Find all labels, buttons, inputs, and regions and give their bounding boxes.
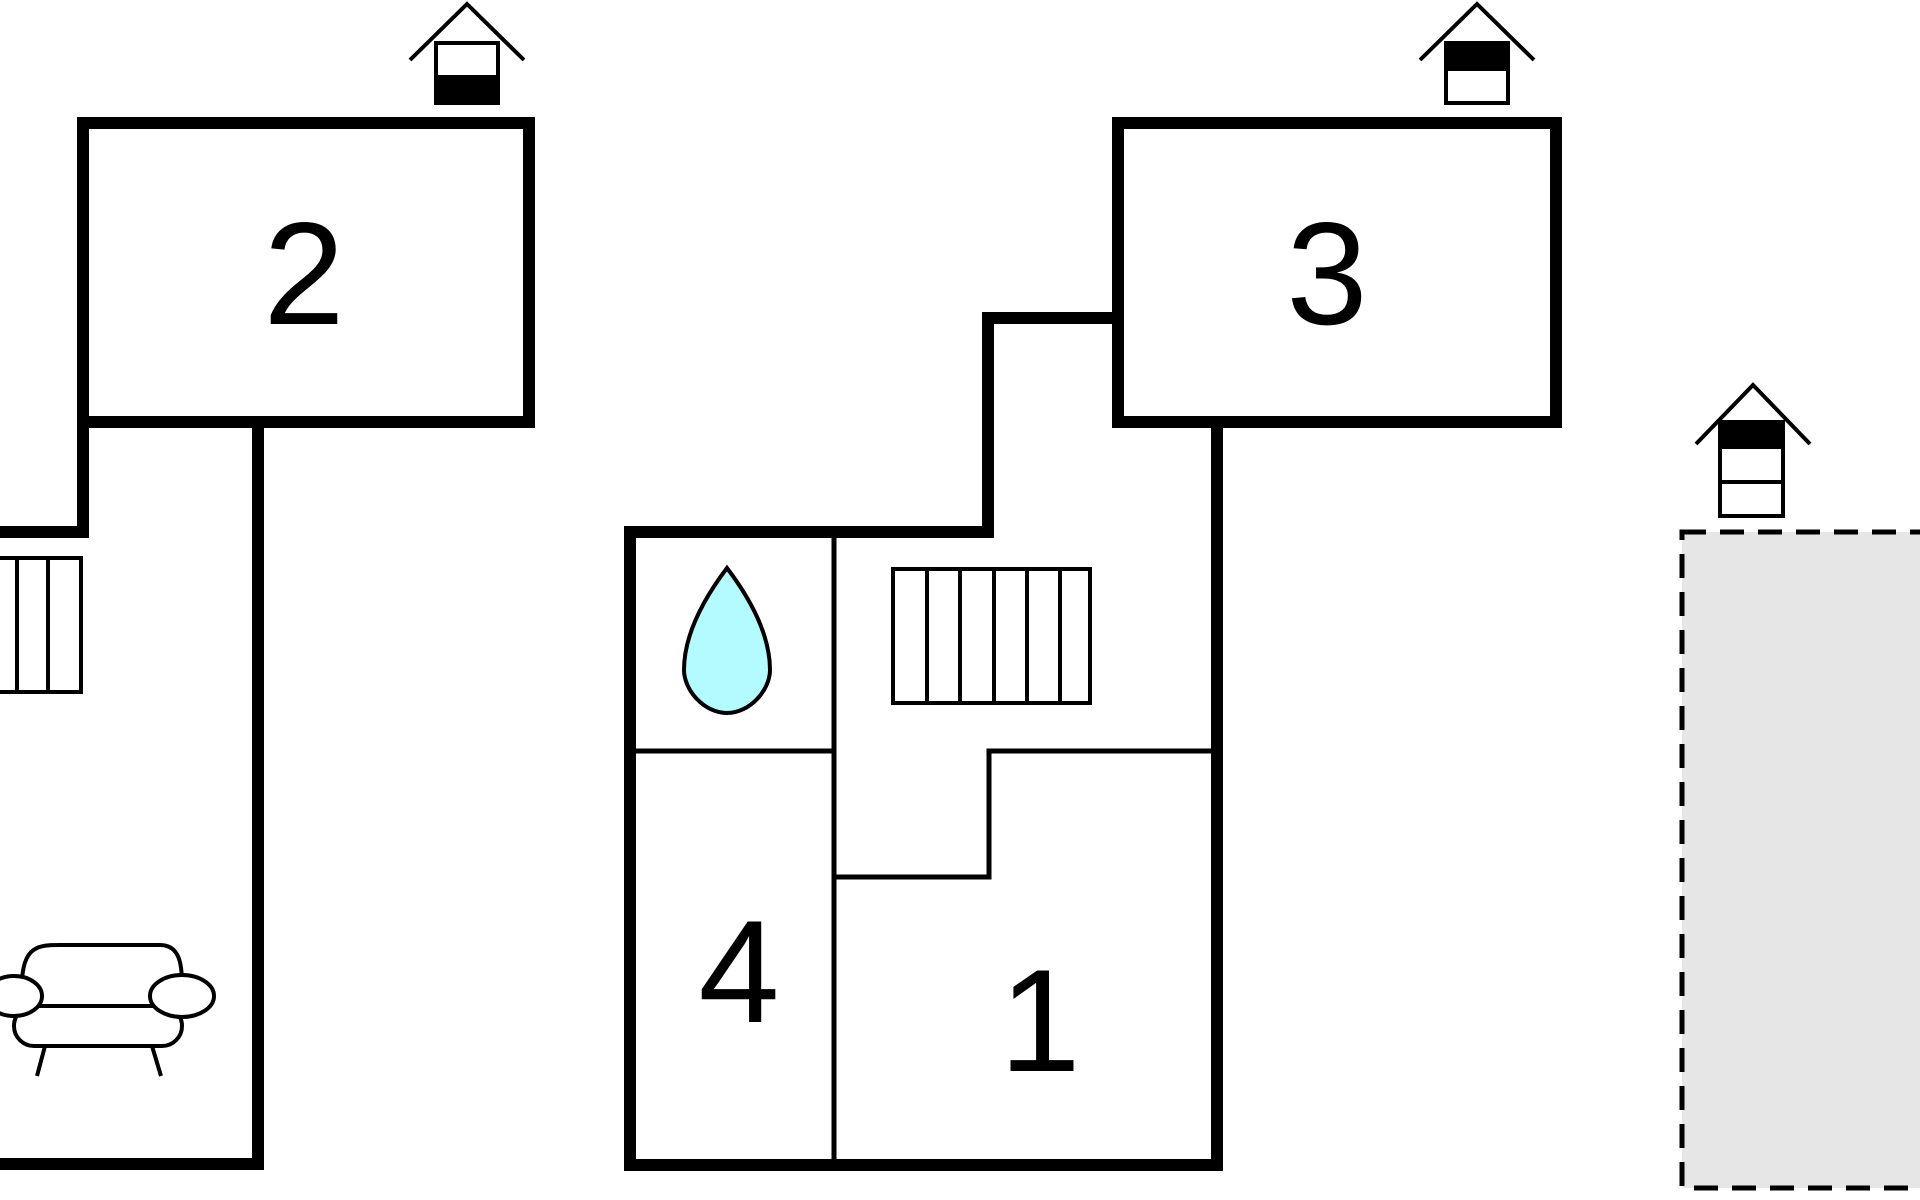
room-number-4: 4 (698, 890, 779, 1053)
room-3-entrance (1118, 318, 1215, 422)
house-bed-icon (1418, 1, 1536, 105)
stairs-icon (891, 567, 1092, 705)
room-number-1: 1 (999, 939, 1080, 1102)
middle-building: 3 4 1 (624, 1, 1562, 1171)
main-block-walls (624, 312, 1223, 1171)
water-drop-icon (681, 564, 773, 716)
sofa-icon (0, 943, 216, 1077)
dashed-terrace-area (1679, 529, 1920, 1191)
left-building: 2 (0, 1, 535, 1170)
room-2-walls (77, 117, 535, 428)
stairs-icon (0, 556, 83, 694)
room-1-top-wall (834, 748, 1212, 880)
room-3-walls (1112, 117, 1562, 428)
living-area-right-wall (0, 416, 264, 1170)
house-bed-icon (408, 1, 526, 105)
room-number-2: 2 (263, 192, 344, 355)
room-number-3: 3 (1286, 192, 1367, 355)
living-area-walls (0, 420, 89, 538)
right-area (1679, 382, 1920, 1191)
house-bed-icon (1694, 382, 1812, 518)
